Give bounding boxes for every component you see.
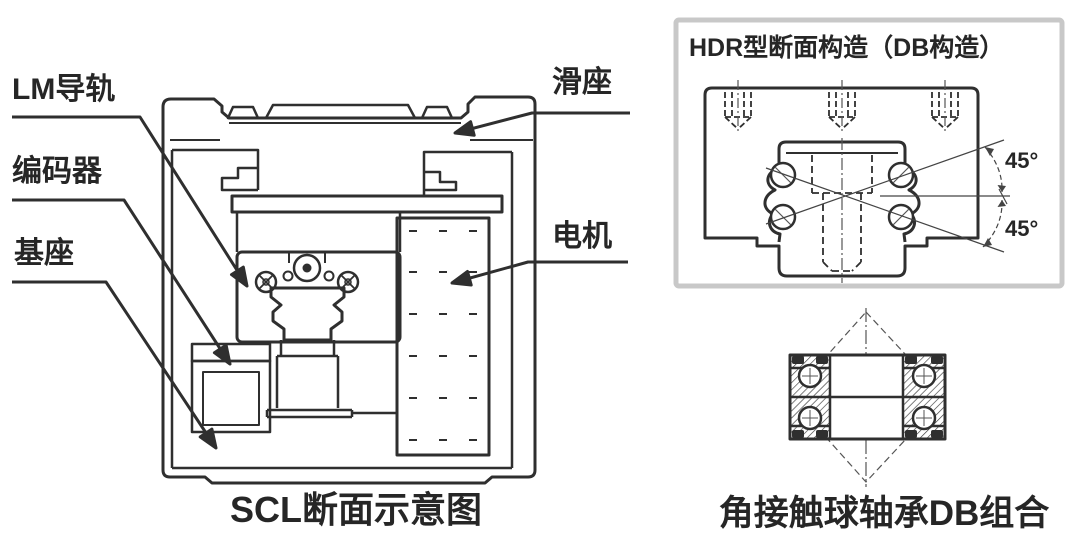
hdr-panel-title: HDR型断面构造（DB构造）	[689, 34, 1005, 62]
label-encoder: 编码器	[12, 155, 102, 188]
motor-body	[395, 216, 491, 457]
leader-encoder	[12, 198, 232, 366]
scl-cross-section-drawing	[161, 95, 537, 485]
leader-lm-guide	[12, 115, 249, 288]
leader-lines	[12, 111, 630, 450]
hdr-left-pocket	[763, 166, 782, 243]
left-cover-block	[172, 148, 260, 192]
hdr-ball-contact-marks	[774, 166, 910, 226]
carriage-top-bump	[226, 105, 260, 120]
leader-base	[12, 280, 218, 450]
right-cover-block	[422, 150, 512, 196]
lm-block-notch	[288, 252, 326, 263]
leader-motor	[450, 260, 628, 287]
encoder-bracket	[190, 342, 272, 363]
screw-icon	[336, 270, 360, 294]
bearing-seal-blocks	[792, 356, 943, 438]
caption-scl-section: SCL断面示意图	[229, 489, 482, 530]
lm-bolt-center	[302, 263, 312, 273]
tray-inner-line	[170, 122, 533, 141]
hdr-rail-dashed	[811, 155, 873, 272]
lm-block	[235, 250, 402, 344]
rail-platform	[265, 408, 397, 419]
arrowhead-icon	[198, 427, 218, 450]
bolt-hole-dashed	[724, 92, 959, 130]
hdr-section-drawing	[703, 80, 1010, 283]
angle-label-upper: 45°	[1005, 148, 1039, 173]
lm-ball-circle	[282, 270, 294, 282]
encoder-box	[190, 359, 272, 434]
bolt-hole-centerlines	[737, 80, 946, 134]
label-carriage: 滑座	[552, 66, 612, 99]
arc-arrowhead-icon	[997, 185, 1006, 192]
mounting-plate	[230, 194, 504, 214]
bearing-ball-crosses	[802, 368, 932, 426]
label-motor: 电机	[552, 220, 612, 253]
inner-walls	[170, 150, 514, 470]
shell-outline	[161, 95, 537, 485]
arrowhead-icon	[450, 270, 473, 287]
bearing-db-drawing	[788, 308, 947, 487]
arc-arrowhead-icon	[983, 238, 992, 247]
leader-carriage	[453, 111, 630, 137]
arc-arrowhead-icon	[985, 147, 994, 156]
plate-brackets	[235, 212, 402, 252]
caption-bearing-db: 角接触球轴承DB组合	[718, 494, 1050, 533]
lm-bolt-circle	[292, 253, 322, 283]
angle-label-lower: 45°	[1005, 216, 1039, 241]
label-base: 基座	[14, 237, 74, 270]
hdr-block-outline	[703, 86, 980, 278]
arrowhead-icon	[212, 343, 232, 366]
rail-pedestal	[275, 340, 340, 408]
arrowhead-icon	[230, 265, 249, 288]
encoder-inner-box	[202, 371, 260, 426]
carriage-top-bump	[420, 105, 454, 120]
arc-arrowhead-icon	[997, 200, 1006, 207]
hdr-angle-construction	[765, 139, 1010, 253]
lm-ball-circle	[323, 270, 335, 282]
carriage-top-strip	[264, 103, 417, 120]
hdr-right-pocket	[902, 166, 921, 243]
arrowhead-icon	[453, 120, 476, 137]
label-lm-guide: LM导轨	[12, 73, 116, 106]
lm-rail-profile	[269, 286, 346, 342]
screw-icon	[254, 270, 278, 294]
motor-vent-dashes	[409, 230, 477, 441]
